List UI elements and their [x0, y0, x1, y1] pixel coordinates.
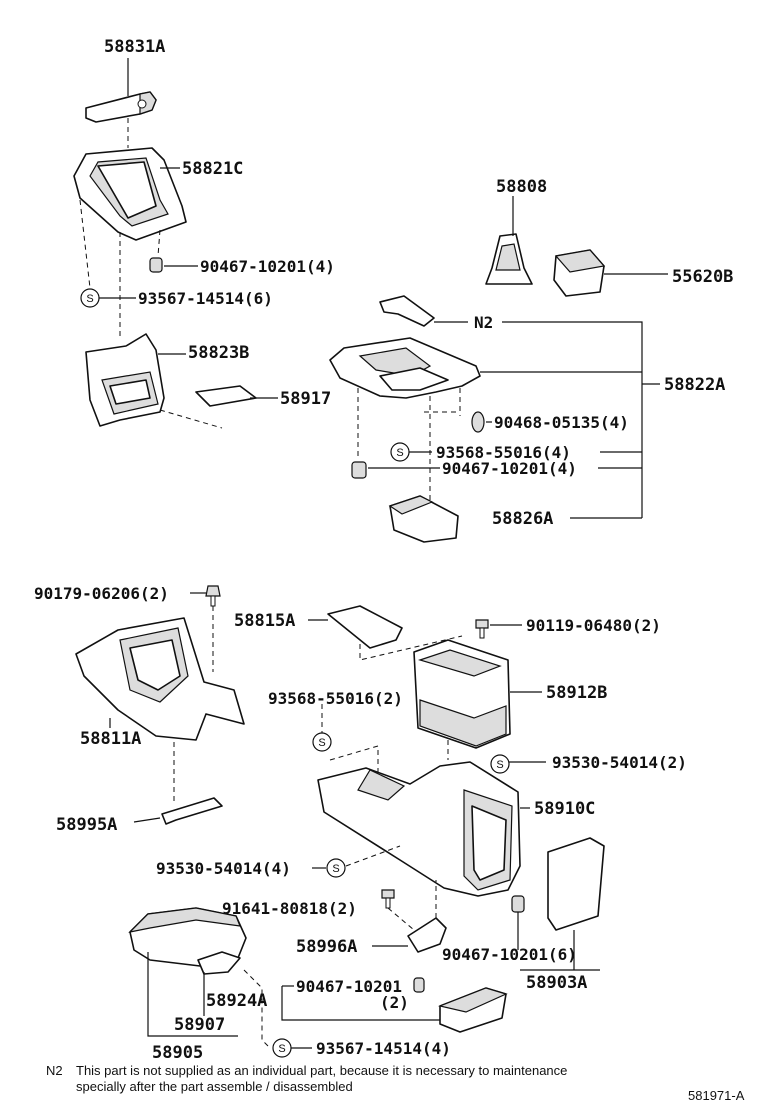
label-N2: N2	[474, 313, 493, 332]
label-58996A: 58996A	[296, 937, 357, 957]
label-58815A: 58815A	[234, 611, 295, 631]
screw-symbol-a: S	[80, 288, 100, 308]
part-58821C-drawing	[73, 147, 187, 241]
footnote-line-1: This part is not supplied as an individu…	[76, 1063, 567, 1078]
screw-symbol-f: S	[272, 1038, 292, 1058]
svg-text:S: S	[496, 759, 503, 771]
part-58823B-drawing	[85, 333, 165, 427]
part-55620B-drawing	[553, 249, 606, 297]
label-93568-b: 93568-55016(2)	[268, 689, 403, 708]
label-90467-b: 90467-10201(4)	[442, 459, 577, 478]
label-58822A: 58822A	[664, 375, 725, 395]
footnote-marker: N2	[46, 1063, 63, 1078]
part-90468-grommet	[471, 411, 485, 433]
part-58910C-drawing	[317, 761, 521, 897]
part-58917-drawing	[195, 385, 257, 407]
screw-symbol-d: S	[490, 754, 510, 774]
part-90119-screw	[475, 619, 489, 639]
svg-text:S: S	[396, 447, 403, 459]
part-hinge-drawing	[437, 987, 508, 1033]
part-58826A-drawing	[388, 495, 459, 543]
label-90467-c: 90467-10201(6)	[442, 945, 577, 964]
label-90467-a: 90467-10201(4)	[200, 257, 335, 276]
label-58917: 58917	[280, 389, 331, 409]
part-90467-clip-d	[413, 977, 425, 993]
label-58910C: 58910C	[534, 799, 595, 819]
svg-text:S: S	[86, 293, 93, 305]
label-90467-d: 90467-10201	[296, 977, 402, 996]
label-58826A: 58826A	[492, 509, 553, 529]
label-90467-d-qty: (2)	[380, 993, 409, 1012]
svg-text:S: S	[332, 863, 339, 875]
svg-text:S: S	[318, 737, 325, 749]
screw-symbol-c: S	[312, 732, 332, 752]
diagram-reference: 581971-A	[688, 1088, 745, 1103]
label-58811A: 58811A	[80, 729, 141, 749]
screw-symbol-b: S	[390, 442, 410, 462]
part-58831A-drawing	[85, 91, 157, 123]
part-N2-drawing	[379, 295, 435, 327]
part-58912B-drawing	[413, 639, 511, 749]
part-58822A-drawing	[329, 337, 481, 399]
label-93530-b: 93530-54014(4)	[156, 859, 291, 878]
label-58808: 58808	[496, 177, 547, 197]
label-93567-a: 93567-14514(6)	[138, 289, 273, 308]
label-58924A: 58924A	[206, 991, 267, 1011]
part-58903A-drawing	[547, 837, 605, 931]
label-55620B: 55620B	[672, 267, 733, 287]
label-93530-a: 93530-54014(2)	[552, 753, 687, 772]
part-58808-drawing	[485, 233, 533, 285]
label-93568-a: 93568-55016(4)	[436, 443, 571, 462]
label-58831A: 58831A	[104, 37, 165, 57]
label-58995A: 58995A	[56, 815, 117, 835]
part-90179-bolt	[205, 585, 221, 607]
label-58821C: 58821C	[182, 159, 243, 179]
screw-symbol-e: S	[326, 858, 346, 878]
label-91641: 91641-80818(2)	[222, 899, 357, 918]
part-58905-drawing	[128, 907, 247, 975]
part-90467-clip-c	[511, 895, 525, 913]
label-90468: 90468-05135(4)	[494, 413, 629, 432]
part-90467-clip-a	[149, 257, 163, 273]
part-91641-screw	[381, 889, 395, 909]
label-58823B: 58823B	[188, 343, 249, 363]
part-90467-clip-b	[351, 461, 367, 479]
label-58912B: 58912B	[546, 683, 607, 703]
label-58905: 58905	[152, 1043, 203, 1063]
part-58811A-drawing	[75, 617, 245, 741]
footnote-line-2: specially after the part assemble / disa…	[76, 1079, 353, 1094]
part-58815A-drawing	[327, 605, 403, 649]
part-58995A-drawing	[161, 797, 223, 825]
label-58907: 58907	[174, 1015, 225, 1035]
label-58903A: 58903A	[526, 973, 587, 993]
label-93567-b: 93567-14514(4)	[316, 1039, 451, 1058]
part-58996A-drawing	[407, 917, 447, 953]
label-90119: 90119-06480(2)	[526, 616, 661, 635]
svg-text:S: S	[278, 1043, 285, 1055]
label-90179: 90179-06206(2)	[34, 584, 169, 603]
